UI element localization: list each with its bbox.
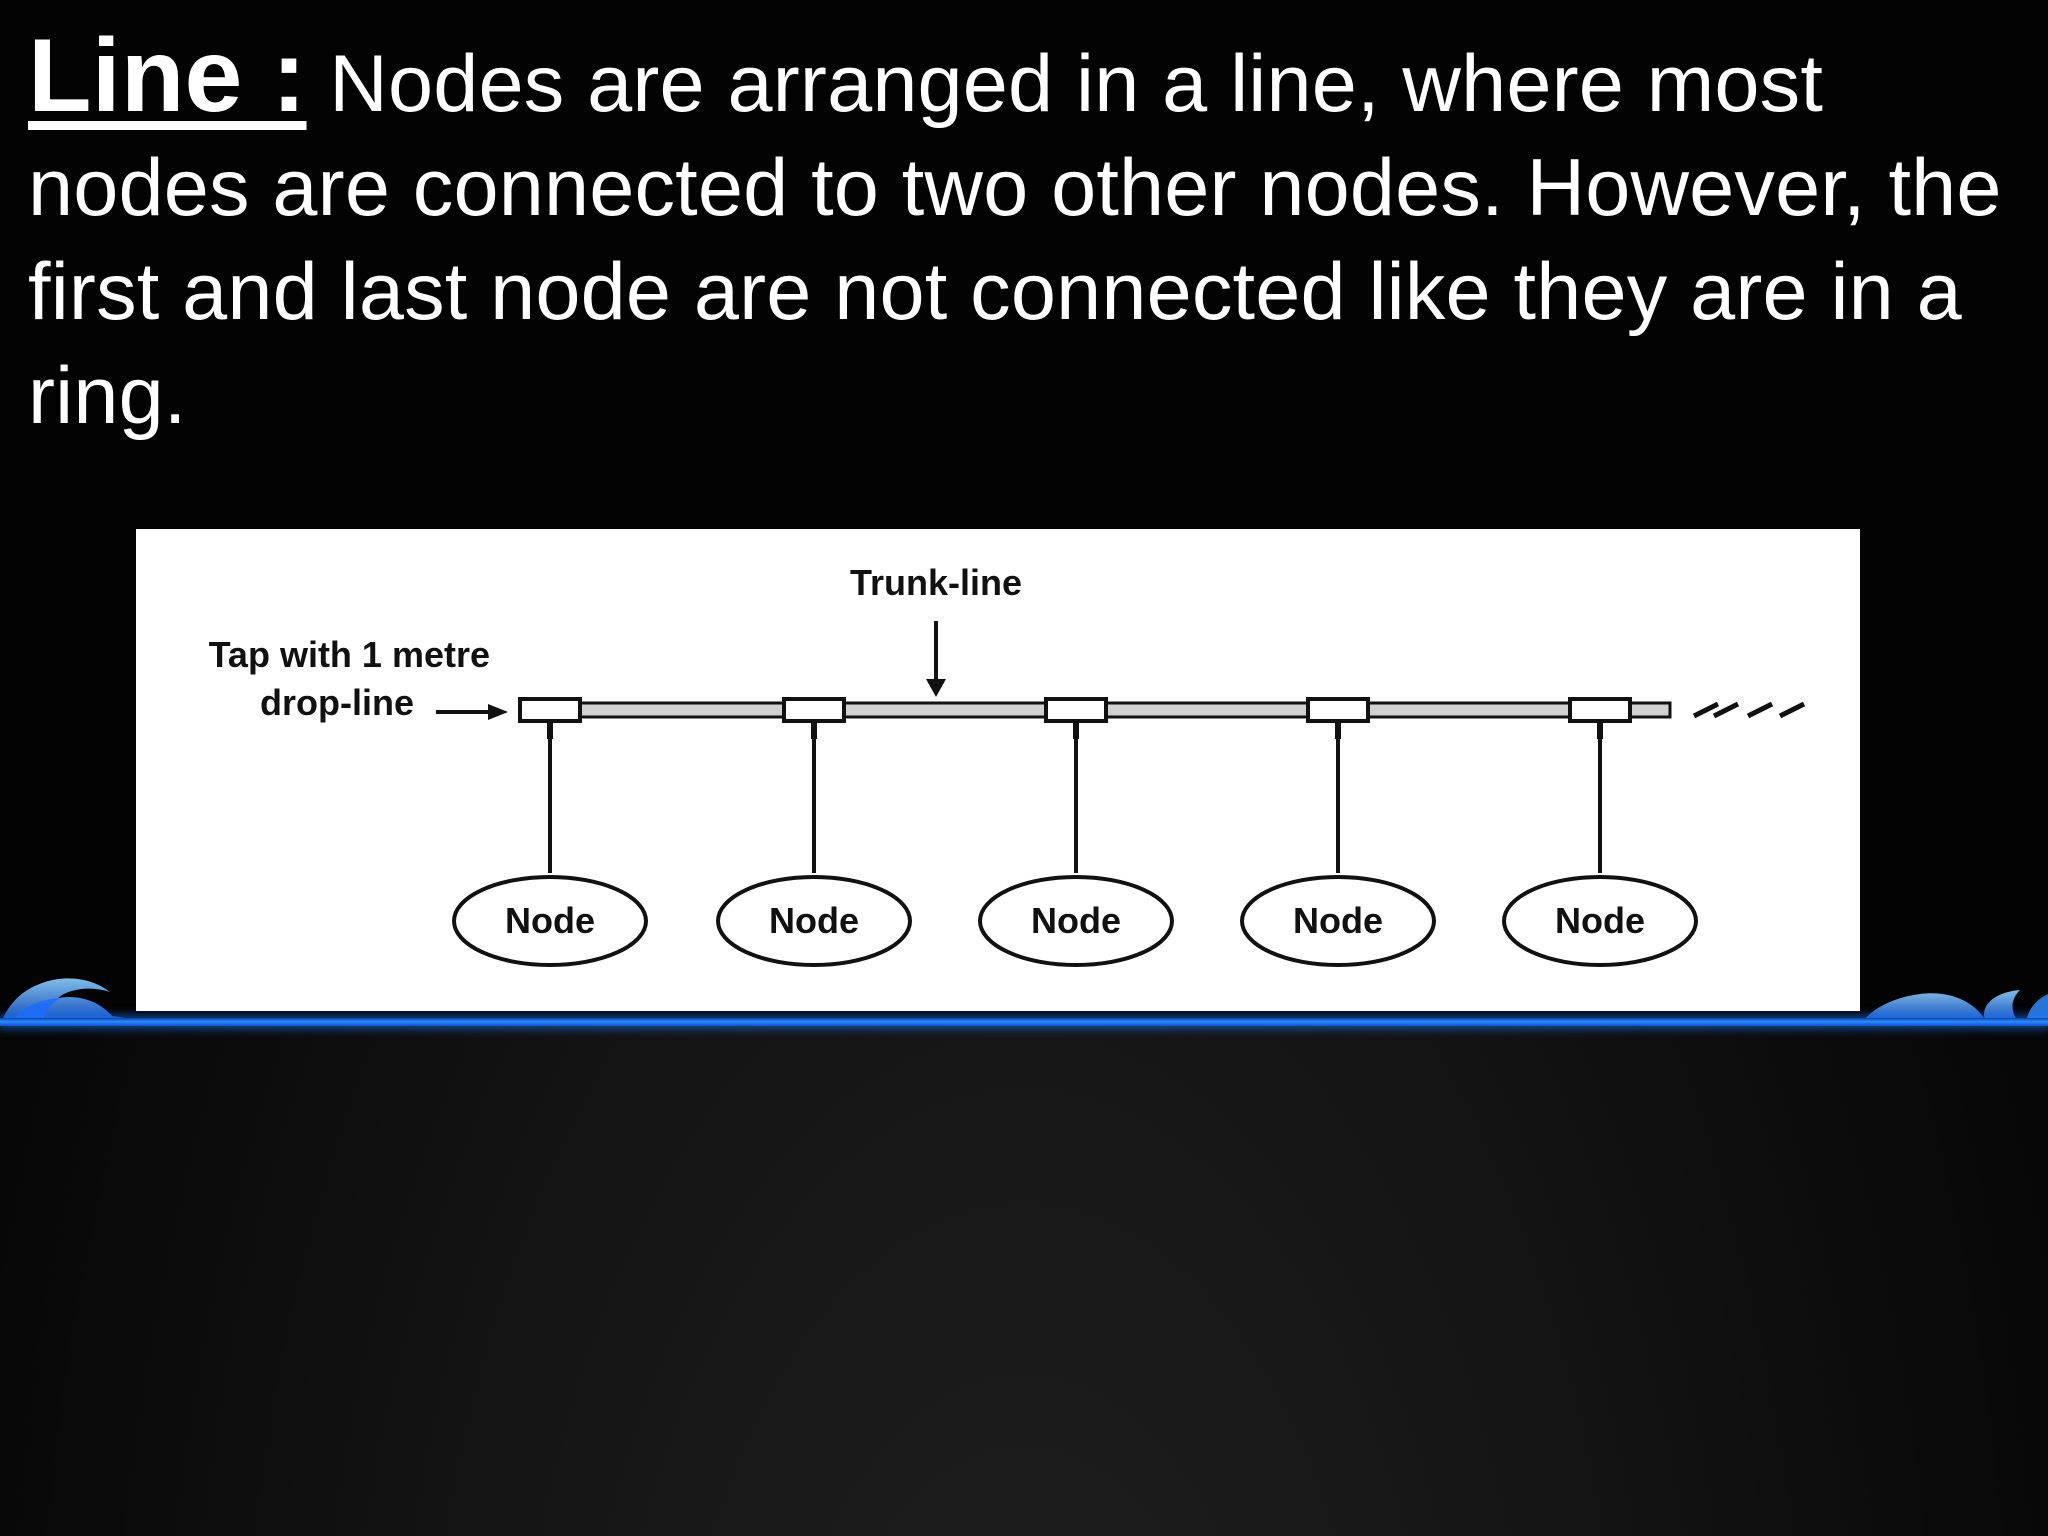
node-group-5: Node [1502,697,1698,967]
tap-arrow-head [488,704,508,720]
node-label: Node [1555,900,1645,941]
trunk-arrow-head [926,679,946,697]
node-label: Node [505,900,595,941]
tap-connector [1568,697,1632,723]
trunk-line-label: Trunk-line [850,562,1022,603]
node-ellipse [1502,875,1698,967]
trunk-continuation-dash [1712,701,1740,719]
node-group-1: Node [452,697,648,967]
blue-flame-right-decoration [1860,990,2048,1025]
tap-label-line2: drop-line [260,682,414,723]
node-ellipse [1240,875,1436,967]
node-group-3: Node [978,697,1174,967]
blue-flame-left-decoration [0,978,140,1025]
blue-horizon-line [0,1018,2048,1026]
tap-connector [518,697,582,723]
tap-connector [1306,697,1370,723]
node-group-2: Node [716,697,912,967]
trunk-continuation-dash [1778,701,1806,719]
node-group-4: Node [1240,697,1436,967]
slide-heading: Line : [28,18,307,134]
node-label: Node [769,900,859,941]
node-ellipse [452,875,648,967]
node-ellipse [716,875,912,967]
node-label: Node [1031,900,1121,941]
tap-connector [1044,697,1108,723]
node-ellipse [978,875,1174,967]
diagram-canvas: Trunk-line Tap with 1 metre drop-line [209,562,1806,967]
trunk-continuation-dash [1746,701,1774,719]
slide-text-block: Line : Nodes are arranged in a line, whe… [28,24,2018,448]
slide-body-text: Nodes are arranged in a line, where most… [28,39,2002,441]
line-topology-diagram: Trunk-line Tap with 1 metre drop-line [136,529,1860,1011]
trunk-continuation-dash [1692,701,1720,719]
tap-label-line1: Tap with 1 metre [209,634,490,675]
tap-connector [782,697,846,723]
node-label: Node [1293,900,1383,941]
